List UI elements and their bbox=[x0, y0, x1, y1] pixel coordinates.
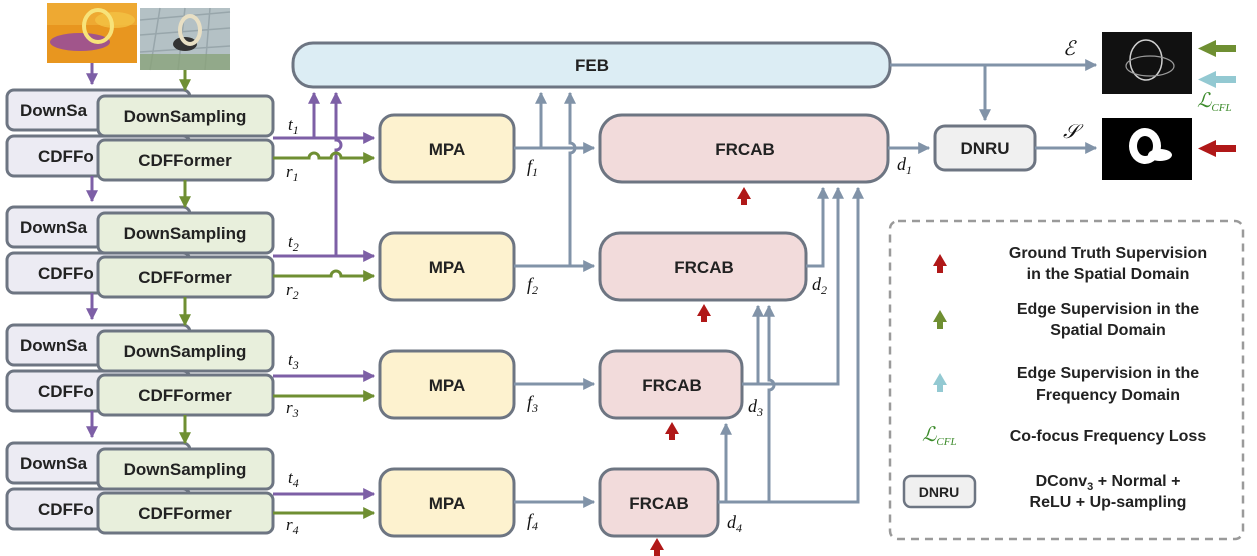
frcab-label-3: FRCAB bbox=[642, 376, 702, 395]
label-t4: t4 bbox=[288, 468, 299, 490]
legend-edge-frequency: Edge Supervision in the Frequency Domain bbox=[933, 365, 1199, 404]
rgb-encoder-stage-1: DownSampling CDFFormer bbox=[96, 94, 275, 182]
saliency-output-image bbox=[1102, 118, 1192, 180]
rgb-input-image bbox=[139, 7, 231, 71]
feb-label: FEB bbox=[575, 56, 609, 75]
label-r2: r2 bbox=[286, 280, 299, 302]
frcab-label-2: FRCAB bbox=[674, 258, 734, 277]
decoder-flow-arrows bbox=[514, 59, 1098, 508]
gt-supervision-arrow-output bbox=[1198, 140, 1236, 157]
legend-box bbox=[888, 219, 1245, 541]
thermal-feature-arrows bbox=[273, 91, 376, 500]
mpa-label-1: MPA bbox=[429, 140, 466, 159]
label-d4: d4 bbox=[727, 512, 742, 535]
frcab-label-1: FRCAB bbox=[715, 140, 775, 159]
edge-output-image bbox=[1102, 32, 1192, 94]
rgb-encoder-stage-4: DownSampling CDFFormer bbox=[96, 447, 275, 535]
legend: Ground Truth Supervision in the Spatial … bbox=[888, 219, 1245, 541]
label-f3: f3 bbox=[527, 392, 538, 415]
frcab-gt-supervision-arrows bbox=[650, 187, 751, 556]
svg-text:Ground Truth Supervision: Ground Truth Supervision bbox=[1009, 245, 1207, 262]
edge-frequency-supervision-arrow bbox=[1198, 71, 1236, 88]
cdfformer-label-thermal-3: CDFFo bbox=[38, 382, 94, 401]
svg-text:Frequency Domain: Frequency Domain bbox=[1036, 387, 1180, 404]
downsampling-label-thermal-3: DownSa bbox=[20, 336, 88, 355]
dnru-block: DNRU bbox=[933, 124, 1037, 172]
rgb-encoder-stage-2: DownSampling CDFFormer bbox=[96, 211, 275, 299]
feb-block: FEB bbox=[291, 41, 892, 89]
label-r3: r3 bbox=[286, 398, 299, 420]
gt-arrow-icon bbox=[933, 254, 947, 273]
legend-gt-supervision: Ground Truth Supervision in the Spatial … bbox=[933, 245, 1207, 283]
downsampling-label-rgb-2: DownSampling bbox=[124, 224, 247, 243]
edge-frequency-arrow-icon bbox=[933, 373, 947, 392]
legend-cfl: ℒCFL Co-focus Frequency Loss bbox=[922, 424, 1206, 448]
svg-text:DConv3 + Normal +: DConv3 + Normal + bbox=[1036, 473, 1181, 493]
mpa-label-2: MPA bbox=[429, 258, 466, 277]
cdfformer-label-rgb-1: CDFFormer bbox=[138, 151, 232, 170]
thermal-input-image bbox=[47, 3, 137, 63]
rgb-encoder-stage-3: DownSampling CDFFormer bbox=[96, 329, 275, 417]
cdfformer-label-thermal-2: CDFFo bbox=[38, 264, 94, 283]
svg-text:ReLU + Up-sampling: ReLU + Up-sampling bbox=[1030, 494, 1187, 511]
label-t1: t1 bbox=[288, 115, 299, 137]
cdfformer-label-rgb-3: CDFFormer bbox=[138, 386, 232, 405]
label-r4: r4 bbox=[286, 515, 299, 537]
dnru-legend-box bbox=[902, 474, 977, 509]
cdfformer-label-rgb-2: CDFFormer bbox=[138, 268, 232, 287]
label-t3: t3 bbox=[288, 350, 299, 372]
label-edge-output: ℰ bbox=[1063, 38, 1077, 60]
label-f4: f4 bbox=[527, 510, 538, 533]
downsampling-label-thermal-2: DownSa bbox=[20, 218, 88, 237]
label-d1: d1 bbox=[897, 154, 912, 177]
label-d3: d3 bbox=[748, 396, 763, 419]
frcab-block-3: FRCAB bbox=[598, 349, 744, 420]
label-cfl-output: ℒCFL bbox=[1197, 90, 1232, 114]
label-f1: f1 bbox=[527, 156, 538, 179]
label-t2: t2 bbox=[288, 232, 299, 254]
svg-text:Spatial Domain: Spatial Domain bbox=[1050, 322, 1166, 339]
svg-text:Edge Supervision in the: Edge Supervision in the bbox=[1017, 365, 1199, 382]
svg-text:in the Spatial Domain: in the Spatial Domain bbox=[1027, 266, 1190, 283]
frcab-block-4: FRCAB bbox=[598, 467, 720, 538]
cdfformer-label-thermal-4: CDFFo bbox=[38, 500, 94, 519]
downsampling-label-rgb-1: DownSampling bbox=[124, 107, 247, 126]
label-saliency-output: 𝒮 bbox=[1063, 121, 1084, 143]
mpa-label-3: MPA bbox=[429, 376, 466, 395]
mpa-block-2: MPA bbox=[378, 231, 516, 302]
mpa-label-4: MPA bbox=[429, 494, 466, 513]
mpa-block-4: MPA bbox=[378, 467, 516, 538]
dnru-label: DNRU bbox=[960, 139, 1009, 158]
downsampling-label-rgb-4: DownSampling bbox=[124, 460, 247, 479]
rgb-feature-arrows bbox=[273, 151, 376, 519]
edge-spatial-arrow-icon bbox=[933, 310, 947, 329]
output-supervision-arrows bbox=[1198, 40, 1236, 157]
mpa-block-3: MPA bbox=[378, 349, 516, 420]
legend-dnru: DNRU DConv3 + Normal + ReLU + Up-samplin… bbox=[902, 473, 1187, 511]
label-r1: r1 bbox=[286, 162, 299, 184]
frcab-block-2: FRCAB bbox=[598, 231, 808, 302]
downsampling-label-rgb-3: DownSampling bbox=[124, 342, 247, 361]
cfl-symbol: ℒCFL bbox=[922, 424, 957, 448]
svg-text:Edge Supervision in the: Edge Supervision in the bbox=[1017, 301, 1199, 318]
label-d2: d2 bbox=[812, 274, 827, 297]
label-f2: f2 bbox=[527, 274, 538, 297]
downsampling-label-thermal-1: DownSa bbox=[20, 101, 88, 120]
frcab-label-4: FRCAB bbox=[629, 494, 689, 513]
edge-spatial-supervision-arrow bbox=[1198, 40, 1236, 57]
svg-text:Co-focus Frequency Loss: Co-focus Frequency Loss bbox=[1010, 428, 1207, 445]
cdfformer-label-thermal-1: CDFFo bbox=[38, 147, 94, 166]
mpa-block-1: MPA bbox=[378, 113, 516, 184]
legend-edge-spatial: Edge Supervision in the Spatial Domain bbox=[933, 301, 1199, 339]
svg-text:DNRU: DNRU bbox=[919, 484, 959, 500]
downsampling-label-thermal-4: DownSa bbox=[20, 454, 88, 473]
cdfformer-label-rgb-4: CDFFormer bbox=[138, 504, 232, 523]
frcab-block-1: FRCAB bbox=[598, 113, 890, 184]
